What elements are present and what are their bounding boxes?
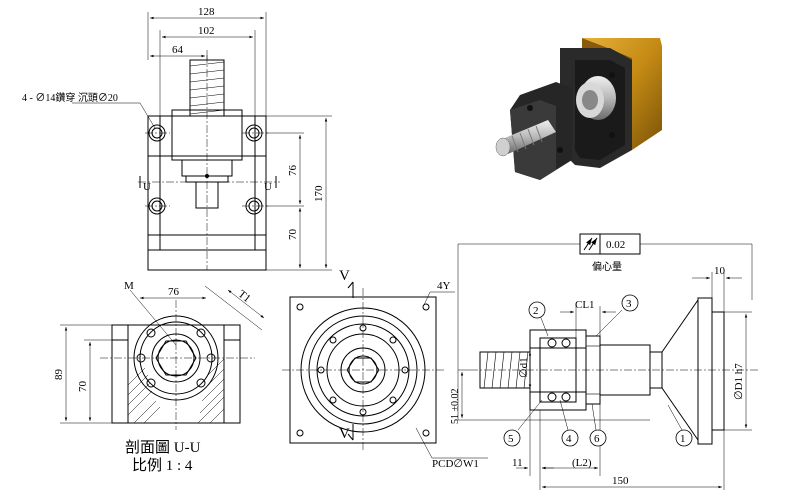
label-4y: 4Y [437, 280, 451, 292]
dim-51: 51 ±0.02 [450, 389, 461, 425]
balloon-1: 1 [667, 404, 693, 447]
label-v-bottom: V [339, 426, 350, 442]
dim-t1: T1 [236, 288, 253, 305]
dim-11: 11 [512, 457, 523, 469]
dim-76-front: 76 [287, 165, 299, 177]
svg-text:1: 1 [680, 433, 686, 445]
dim-d1-h7: ∅D1 h7 [733, 363, 745, 400]
dim-76-section: 76 [168, 286, 180, 298]
label-m: M [124, 280, 134, 292]
dim-l2: (L2) [572, 457, 592, 469]
dim-102: 102 [198, 25, 215, 37]
dim-64: 64 [172, 44, 184, 56]
section-mark-u-right: U [264, 181, 272, 193]
balloon-3: 3 [595, 294, 639, 337]
svg-text:3: 3 [626, 298, 632, 310]
end-view: V V 4Y PCD∅W1 [282, 268, 488, 470]
svg-text:5: 5 [508, 433, 514, 445]
section-title: 剖面圖 U-U [125, 439, 201, 456]
hole-note: 4 - ∅14鑽穿 沉頭∅20 [22, 91, 118, 104]
section-view: M 76 T1 [53, 280, 265, 474]
section-scale: 比例 1 : 4 [132, 457, 193, 474]
dim-128: 128 [198, 6, 215, 18]
front-view: 128 102 64 [22, 6, 332, 271]
product-render [495, 38, 662, 180]
dim-170: 170 [313, 185, 325, 202]
dim-cl1: CL1 [575, 299, 595, 311]
dim-10: 10 [714, 265, 726, 277]
balloon-4: 4 [559, 399, 579, 447]
dim-89: 89 [53, 369, 65, 381]
dim-150: 150 [612, 475, 629, 487]
svg-text:6: 6 [594, 433, 600, 445]
runout-label: 偏心量 [592, 260, 622, 273]
section-mark-u-left: U [143, 181, 151, 193]
runout-value: 0.02 [606, 239, 625, 251]
dim-70-front: 70 [287, 229, 299, 241]
dim-d1: ∅d1 [518, 357, 530, 378]
label-v-top: V [339, 268, 350, 284]
dim-70-section: 70 [77, 381, 89, 393]
side-view: 0.02 偏心量 [450, 233, 760, 490]
balloon-2: 2 [528, 301, 549, 337]
balloon-5: 5 [503, 399, 543, 447]
label-pcd: PCD∅W1 [432, 458, 479, 470]
svg-text:4: 4 [566, 433, 572, 445]
balloon-6: 6 [589, 403, 607, 447]
svg-text:2: 2 [533, 305, 539, 317]
